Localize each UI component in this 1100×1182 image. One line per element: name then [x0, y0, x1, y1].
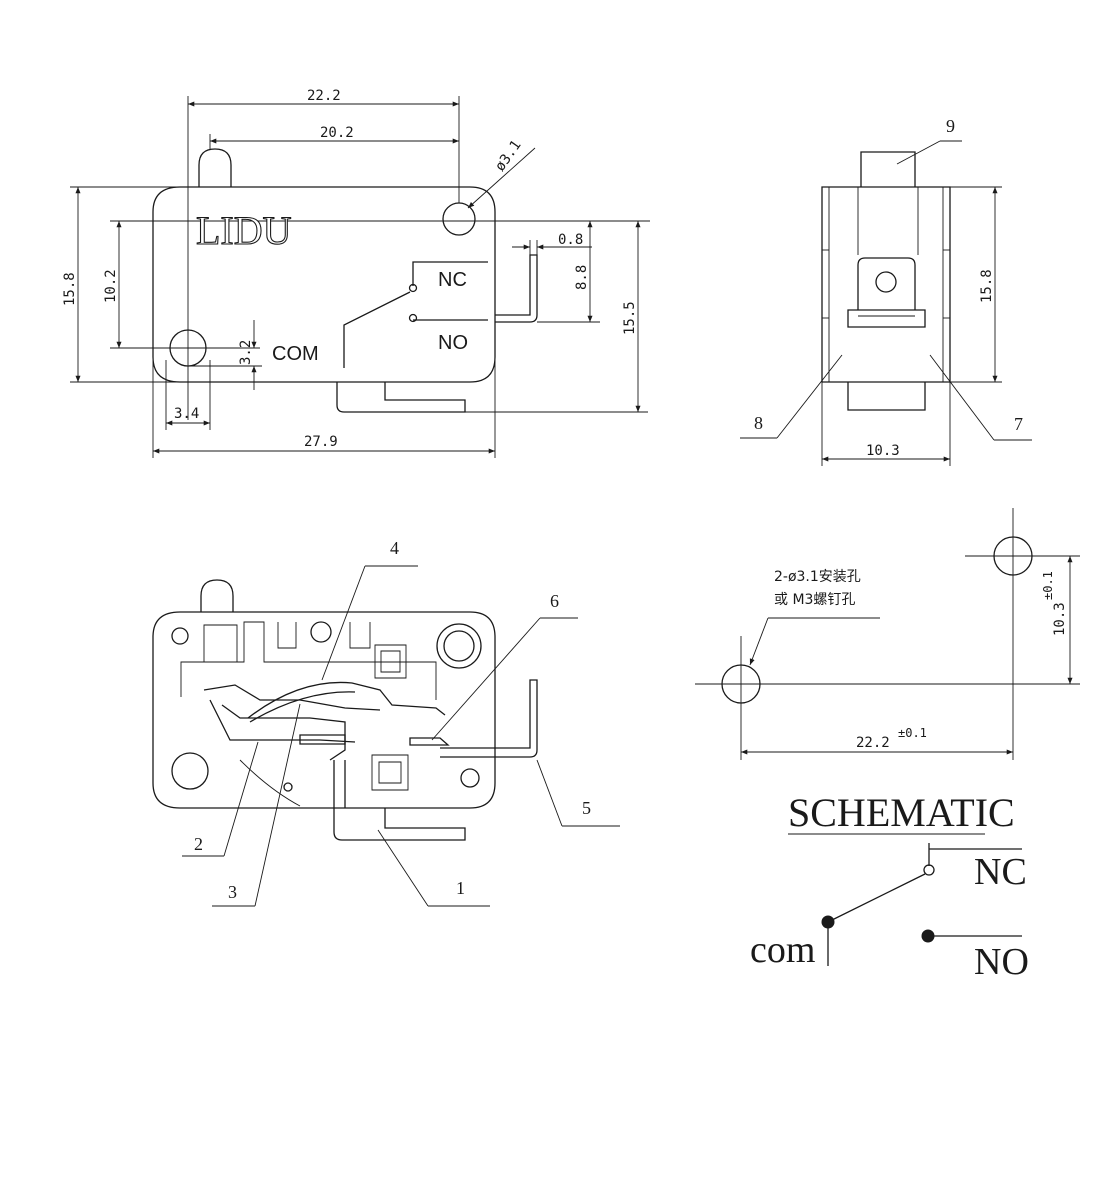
side-actuator: [860, 151, 916, 187]
dim-0-8: 0.8: [558, 232, 583, 248]
mount-hole-right: [442, 202, 476, 236]
mount-dim-10-3: 10.3: [1052, 602, 1068, 636]
dim-3-2: 3.2: [238, 340, 254, 365]
schematic-title: SCHEMATIC: [788, 790, 1015, 835]
switch-body: [152, 186, 496, 383]
nc-contact-symbol: [412, 261, 488, 286]
schematic: SCHEMATIC NC com NO: [750, 790, 1029, 983]
part-label-5: 5: [582, 798, 591, 818]
side-part-9: 9: [946, 116, 955, 136]
part-label-2: 2: [194, 834, 203, 854]
mounting-layout: 2-ø3.1安装孔 或 M3螺钉孔 10.3 ±0.1 22.2 ±0.1: [695, 508, 1080, 760]
part-label-1: 1: [456, 878, 465, 898]
terminal-no-label: NO: [438, 332, 468, 354]
mount-hole-b: [993, 536, 1033, 576]
side-body: [821, 186, 951, 383]
terminal-nc-label: NC: [438, 269, 467, 291]
side-dim-15-8: 15.8: [979, 269, 995, 303]
schematic-no: NO: [974, 941, 1029, 983]
dim-15-5: 15.5: [622, 301, 638, 335]
side-part-7: 7: [1014, 414, 1023, 434]
internal-spring-blade: [247, 681, 446, 719]
mount-dim-22-2: 22.2: [856, 735, 890, 751]
mount-hole-a: [721, 664, 761, 704]
side-terminal-tab: [857, 257, 916, 310]
dim-10-2: 10.2: [103, 269, 119, 303]
schematic-com: com: [750, 929, 815, 971]
part-label-3: 3: [228, 882, 237, 902]
lever-symbol: [343, 291, 411, 368]
mount-note-line2: 或 M3螺钉孔: [774, 592, 855, 608]
dim-3-4: 3.4: [174, 406, 199, 422]
front-view: LIDU COM NC NO 22.2 20.2 ø3.1 0.8 8.8 15…: [62, 88, 650, 458]
dim-27-9: 27.9: [304, 434, 338, 450]
dim-22-2: 22.2: [307, 88, 341, 104]
schematic-nc: NC: [974, 851, 1027, 893]
internal-terminal-1: [333, 760, 466, 841]
part-label-4: 4: [390, 538, 399, 558]
side-part-8: 8: [754, 413, 763, 433]
side-dim-10-3: 10.3: [866, 443, 900, 459]
actuator-plunger: [198, 148, 232, 187]
brand-logo: LIDU: [196, 208, 292, 253]
part-label-6: 6: [550, 591, 559, 611]
no-terminal: [495, 254, 538, 323]
mount-dim-22-2-tol: ±0.1: [898, 726, 927, 740]
dim-dia-3-1: ø3.1: [492, 137, 524, 174]
internal-view: 4 6 5 2 3 1: [152, 538, 620, 907]
terminal-com-label: COM: [272, 343, 319, 365]
internal-body: [152, 611, 496, 809]
mount-note-line1: 2-ø3.1安装孔: [774, 569, 861, 585]
internal-terminal-5: [440, 679, 538, 758]
dim-15-8: 15.8: [62, 272, 78, 306]
mount-dim-10-3-tol: ±0.1: [1041, 571, 1055, 600]
com-terminal: [336, 382, 466, 413]
side-view: 9 8 7 15.8 10.3: [740, 116, 1032, 466]
dim-20-2: 20.2: [320, 125, 354, 141]
dim-8-8: 8.8: [574, 265, 590, 290]
